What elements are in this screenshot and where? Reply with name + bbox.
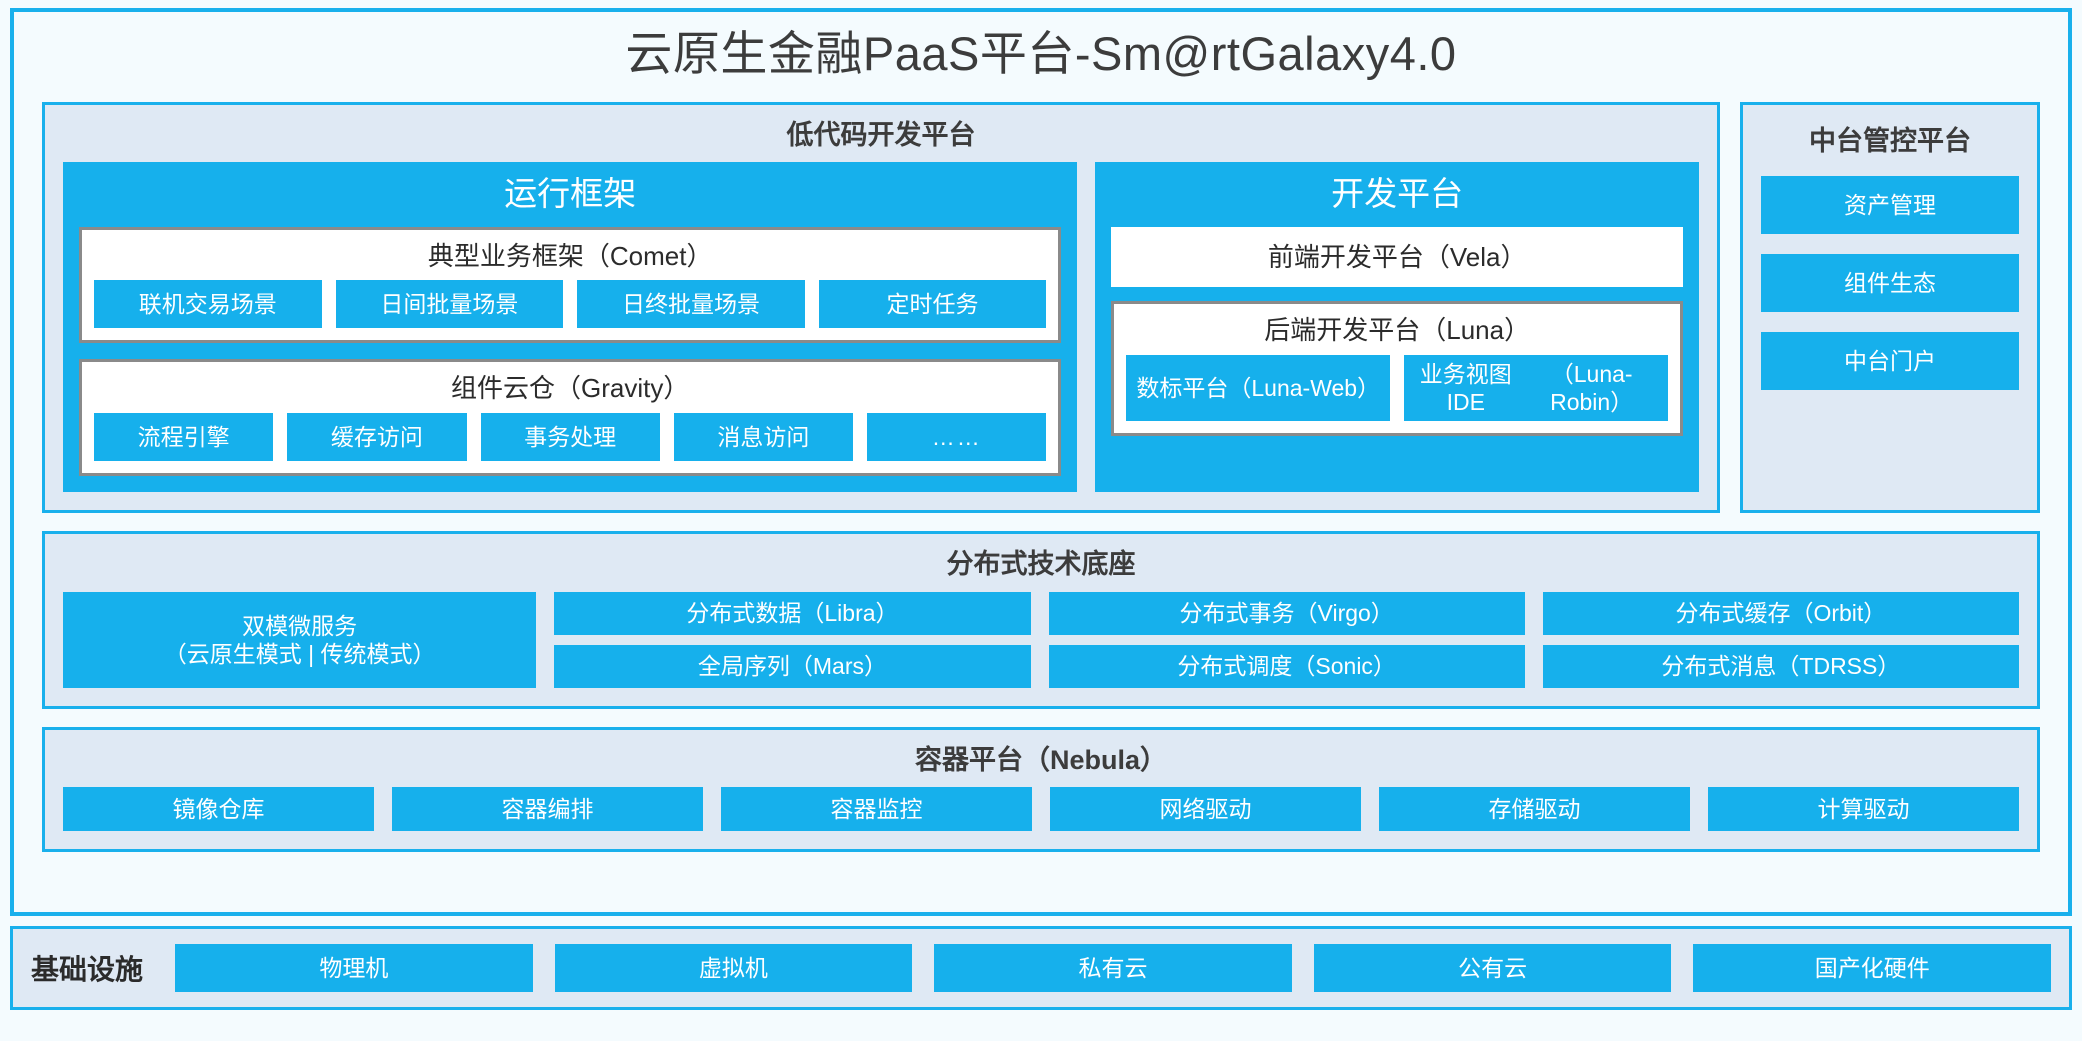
runtime-framework-title: 运行框架 <box>504 175 637 213</box>
platform-main-frame: 云原生金融PaaS平台-Sm@rtGalaxy4.0 低代码开发平台 运行框架 … <box>10 8 2072 916</box>
comet-items: 联机交易场景 日间批量场景 日终批量场景 定时任务 <box>94 280 1047 329</box>
infrastructure-item[interactable]: 物理机 <box>175 944 533 992</box>
distributed-col-1: 分布式数据（Libra） 全局序列（Mars） <box>554 591 1031 688</box>
gravity-card: 组件云仓（Gravity） 流程引擎 缓存访问 事务处理 消息访问 …… <box>79 359 1062 476</box>
runtime-framework-section: 运行框架 典型业务框架（Comet） 联机交易场景 日间批量场景 日终批量场景 … <box>63 162 1078 492</box>
development-platform-section: 开发平台 前端开发平台（Vela） 后端开发平台（Luna） 数标平台（Luna… <box>1095 162 1699 492</box>
top-row: 低代码开发平台 运行框架 典型业务框架（Comet） 联机交易场景 日间批量场景… <box>42 101 2040 513</box>
container-item[interactable]: 容器编排 <box>392 787 703 832</box>
container-item[interactable]: 存储驱动 <box>1379 787 1690 832</box>
infrastructure-label: 基础设施 <box>31 954 144 985</box>
gravity-item[interactable]: 消息访问 <box>673 412 854 461</box>
distributed-item[interactable]: 分布式缓存（Orbit） <box>1542 591 2019 635</box>
comet-card: 典型业务框架（Comet） 联机交易场景 日间批量场景 日终批量场景 定时任务 <box>79 226 1062 344</box>
comet-item[interactable]: 联机交易场景 <box>94 280 322 329</box>
infrastructure-items: 物理机 虚拟机 私有云 公有云 国产化硬件 <box>175 944 2051 992</box>
distributed-item[interactable]: 分布式数据（Libra） <box>554 591 1031 635</box>
comet-item[interactable]: 定时任务 <box>818 280 1047 329</box>
distributed-base-title: 分布式技术底座 <box>946 548 1136 579</box>
gravity-items: 流程引擎 缓存访问 事务处理 消息访问 …… <box>94 412 1047 461</box>
comet-item[interactable]: 日间批量场景 <box>335 280 564 329</box>
container-item[interactable]: 网络驱动 <box>1050 787 1361 832</box>
dual-mode-microservice-col: 双模微服务（云原生模式 | 传统模式） <box>63 591 537 688</box>
development-platform-title: 开发平台 <box>1331 175 1464 213</box>
midplatform-item[interactable]: 资产管理 <box>1761 176 2019 235</box>
container-item[interactable]: 计算驱动 <box>1708 787 2019 832</box>
distributed-col-3: 分布式缓存（Orbit） 分布式消息（TDRSS） <box>1542 591 2019 688</box>
midplatform-panel: 中台管控平台 资产管理 组件生态 中台门户 <box>1740 101 2040 513</box>
distributed-item[interactable]: 分布式调度（Sonic） <box>1048 644 1525 688</box>
container-platform-items: 镜像仓库 容器编排 容器监控 网络驱动 存储驱动 计算驱动 <box>63 787 2019 832</box>
luna-item[interactable]: 数标平台（Luna-Web） <box>1126 354 1391 421</box>
midplatform-item[interactable]: 组件生态 <box>1761 254 2019 313</box>
gravity-item-more[interactable]: …… <box>867 412 1047 461</box>
backend-platform-items: 数标平台（Luna-Web） 业务视图IDE（Luna-Robin） <box>1126 354 1668 421</box>
lowcode-platform-panel: 低代码开发平台 运行框架 典型业务框架（Comet） 联机交易场景 日间批量场景… <box>42 101 1720 513</box>
page-title: 云原生金融PaaS平台-Sm@rtGalaxy4.0 <box>625 27 1457 80</box>
infrastructure-panel: 基础设施 物理机 虚拟机 私有云 公有云 国产化硬件 <box>10 926 2072 1010</box>
distributed-base-body: 双模微服务（云原生模式 | 传统模式） 分布式数据（Libra） 全局序列（Ma… <box>63 591 2019 688</box>
infrastructure-item[interactable]: 国产化硬件 <box>1693 944 2051 992</box>
infrastructure-item[interactable]: 虚拟机 <box>554 944 913 992</box>
midplatform-title: 中台管控平台 <box>1809 125 1971 156</box>
comet-title: 典型业务框架（Comet） <box>427 240 713 271</box>
distributed-item[interactable]: 分布式事务（Virgo） <box>1048 591 1525 635</box>
gravity-item[interactable]: 流程引擎 <box>94 412 274 461</box>
midplatform-item[interactable]: 中台门户 <box>1761 332 2019 391</box>
distributed-item[interactable]: 全局序列（Mars） <box>554 644 1031 688</box>
container-platform-panel: 容器平台（Nebula） 镜像仓库 容器编排 容器监控 网络驱动 存储驱动 计算… <box>42 726 2040 853</box>
container-platform-title: 容器平台（Nebula） <box>914 744 1168 775</box>
gravity-item[interactable]: 缓存访问 <box>287 412 467 461</box>
container-item[interactable]: 镜像仓库 <box>63 787 374 832</box>
backend-platform-title: 后端开发平台（Luna） <box>1264 315 1531 346</box>
distributed-col-2: 分布式事务（Virgo） 分布式调度（Sonic） <box>1048 591 1525 688</box>
luna-item[interactable]: 业务视图IDE（Luna-Robin） <box>1404 354 1668 421</box>
lowcode-platform-body: 运行框架 典型业务框架（Comet） 联机交易场景 日间批量场景 日终批量场景 … <box>63 162 1699 492</box>
gravity-item[interactable]: 事务处理 <box>480 412 660 461</box>
infrastructure-item[interactable]: 私有云 <box>934 944 1292 992</box>
infrastructure-item[interactable]: 公有云 <box>1313 944 1672 992</box>
distributed-base-panel: 分布式技术底座 双模微服务（云原生模式 | 传统模式） 分布式数据（Libra）… <box>42 530 2040 709</box>
backend-platform-card: 后端开发平台（Luna） 数标平台（Luna-Web） 业务视图IDE（Luna… <box>1111 301 1683 436</box>
lowcode-platform-title: 低代码开发平台 <box>786 119 976 150</box>
midplatform-items: 资产管理 组件生态 中台门户 <box>1761 176 2019 391</box>
distributed-item[interactable]: 分布式消息（TDRSS） <box>1542 644 2019 688</box>
container-item[interactable]: 容器监控 <box>721 787 1032 832</box>
frontend-platform-bar[interactable]: 前端开发平台（Vela） <box>1111 226 1683 288</box>
comet-item[interactable]: 日终批量场景 <box>577 280 805 329</box>
gravity-title: 组件云仓（Gravity） <box>450 373 690 404</box>
dual-mode-microservice-item[interactable]: 双模微服务（云原生模式 | 传统模式） <box>63 591 537 688</box>
